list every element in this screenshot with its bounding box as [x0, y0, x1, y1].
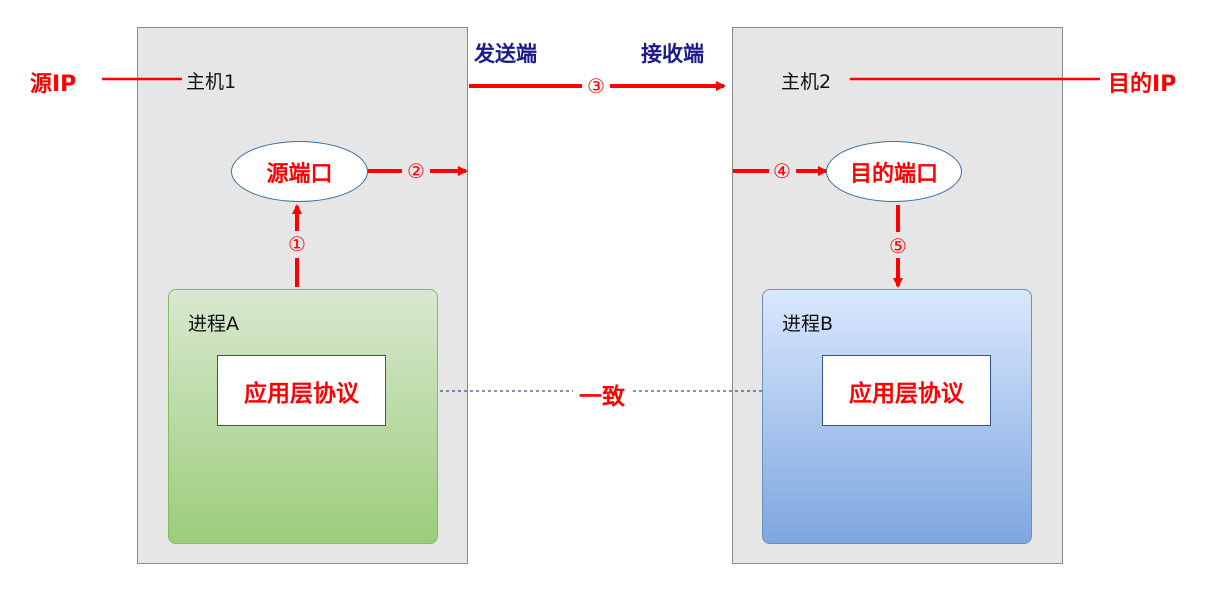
step-3-marker: ③ — [587, 74, 605, 98]
consistent-label: 一致 — [579, 384, 625, 410]
host-1-title: 主机1 — [186, 71, 237, 93]
source-port-ellipse: 源端口 — [231, 141, 368, 202]
step-2-marker: ② — [407, 159, 425, 183]
receiver-label: 接收端 — [641, 42, 704, 66]
step-1-marker: ① — [288, 232, 306, 256]
host-2-title: 主机2 — [781, 71, 832, 93]
step-4-marker: ④ — [773, 159, 791, 183]
dest-port-ellipse: 目的端口 — [826, 141, 962, 202]
protocol-b-box: 应用层协议 — [822, 355, 991, 426]
process-a-label: 进程A — [188, 313, 239, 335]
step-5-marker: ⑤ — [889, 234, 907, 258]
sender-label: 发送端 — [474, 42, 537, 66]
protocol-a-box: 应用层协议 — [217, 355, 386, 426]
process-b-label: 进程B — [782, 313, 834, 335]
source-ip-label: 源IP — [30, 72, 77, 97]
dest-ip-label: 目的IP — [1108, 72, 1177, 97]
